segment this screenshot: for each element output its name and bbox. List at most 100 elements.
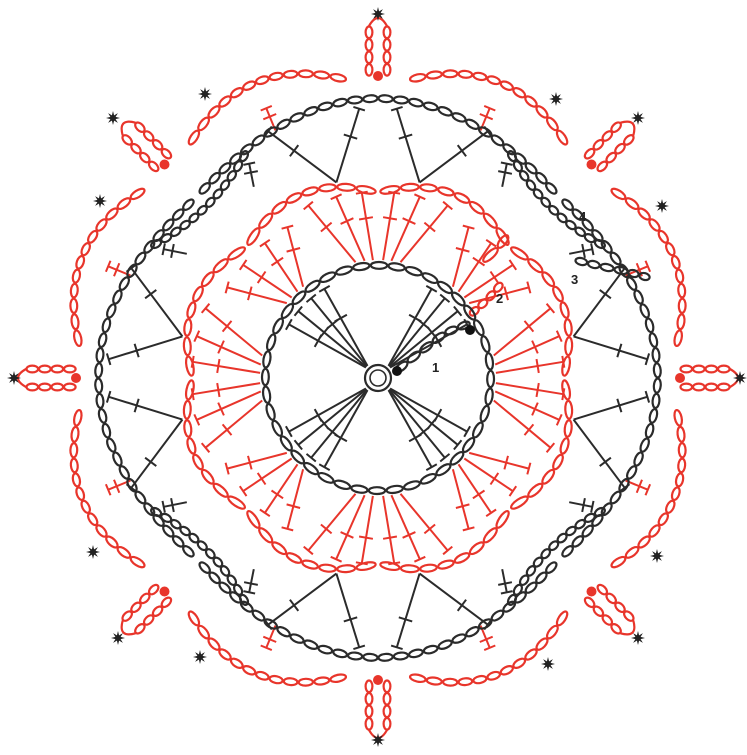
round1-chain-circle	[480, 335, 491, 353]
round3-v-stitch-tick	[600, 290, 611, 298]
round1-chain-circle	[335, 265, 353, 276]
round2-stitch-diag	[469, 453, 529, 469]
round2-scallop	[482, 212, 499, 230]
round3-big-arc	[633, 289, 645, 305]
round3-big-arc	[303, 105, 319, 117]
round1-chain-circle	[351, 484, 368, 493]
round1-chain-circle	[386, 485, 403, 494]
round2-scallop	[227, 245, 247, 261]
round3-sc-top	[501, 163, 513, 165]
round2-stitch-diag-tick	[491, 473, 499, 485]
round2-stitch	[496, 362, 563, 373]
round2-stitch-tick	[537, 383, 539, 397]
round4-scallop	[678, 458, 686, 472]
round3-sc-b-top	[163, 501, 165, 513]
round1-chain-circle	[388, 262, 405, 271]
round1-chain-circle	[279, 435, 294, 452]
round4-picot	[366, 718, 373, 730]
star-marker	[549, 92, 563, 106]
round2-stitch-tick	[383, 537, 397, 539]
round3-v-stitch-tick	[290, 600, 298, 611]
round2-scallop	[200, 468, 216, 485]
round4-picot	[384, 718, 391, 730]
round2-stitch-diag-top	[486, 510, 496, 517]
round3-big-arc	[181, 198, 195, 212]
round4-scallop	[679, 299, 686, 313]
round2-scallop	[453, 551, 470, 565]
round2-scallop	[245, 227, 261, 247]
round3-big-arc	[96, 394, 104, 409]
round4-scallop	[269, 72, 283, 81]
round4-scallop	[229, 86, 244, 99]
round3-big-arc	[645, 423, 655, 438]
round2-scallop	[559, 301, 570, 318]
round4-scallop	[73, 409, 83, 426]
round2-scallop	[285, 191, 302, 205]
round3-big-arc	[645, 318, 655, 333]
round2-scallop	[301, 559, 318, 570]
round2-scallop	[540, 468, 556, 485]
round3-v-stitch	[574, 336, 648, 359]
round4-scallop	[284, 678, 298, 686]
round3-v-stitch	[397, 109, 420, 183]
round3-big-arc	[276, 118, 291, 131]
round2-scallop	[482, 526, 499, 544]
round1-stitch	[298, 389, 366, 445]
round1-chain-circle	[304, 279, 321, 294]
round2-scallop	[271, 200, 288, 216]
round2-scallop	[509, 245, 529, 261]
round3-sc-b-top	[243, 163, 255, 165]
round1-stitch	[289, 389, 366, 432]
round2-scallop	[468, 540, 485, 556]
round4-picot	[27, 366, 39, 373]
round3-big-arc	[653, 363, 661, 378]
center-ring	[365, 365, 391, 391]
round4-picot	[366, 681, 373, 693]
star-marker	[371, 7, 385, 21]
round4-scallop	[624, 196, 640, 211]
round4-picot	[681, 366, 693, 373]
round1-chain-circle	[371, 262, 387, 269]
round3-big-arc	[625, 465, 638, 480]
round4-scallop	[664, 242, 676, 257]
round3-v-stitch	[397, 574, 420, 648]
round3-sc	[249, 569, 254, 592]
round1-chain-circle	[435, 462, 452, 477]
round1-stitch	[390, 389, 467, 432]
round4-picot	[718, 366, 730, 373]
round2-stitch-tick	[217, 359, 219, 373]
round2-stitch	[206, 308, 263, 355]
round2-scallop	[319, 183, 336, 192]
round4-scallop	[499, 80, 514, 92]
round4-scallop	[80, 242, 92, 257]
round4-scallop	[524, 648, 539, 662]
round4-picot	[64, 366, 76, 373]
round4-scallop	[86, 512, 99, 527]
star-marker	[198, 87, 212, 101]
round4-scallop	[284, 70, 298, 78]
round4-picot	[384, 51, 391, 63]
round4-scallop	[73, 330, 83, 347]
round1-stitch	[390, 389, 458, 445]
star-marker	[541, 657, 555, 671]
round2-stitch	[336, 495, 364, 559]
round2-scallop	[337, 183, 355, 191]
round2-stitch	[308, 206, 355, 263]
round1-stitch	[324, 289, 367, 366]
round1-chain-circle	[291, 290, 307, 306]
round1-chain-circle	[271, 317, 285, 335]
round2-stitch	[206, 401, 263, 448]
round2-scallop	[183, 401, 191, 419]
round4-scallop	[473, 675, 487, 684]
round4-scallop	[129, 555, 146, 569]
round4-picot	[706, 384, 718, 391]
round4-picot	[39, 366, 51, 373]
star-marker	[655, 199, 669, 213]
round3-sc-b-tick	[582, 244, 585, 258]
round4-scallop	[675, 269, 684, 283]
round2-stitch-diag	[227, 287, 287, 303]
round1-chain-circle	[265, 333, 277, 351]
round2-stitch	[193, 362, 260, 373]
round1-join-dot	[465, 325, 475, 335]
round1-start-dot	[392, 366, 402, 376]
